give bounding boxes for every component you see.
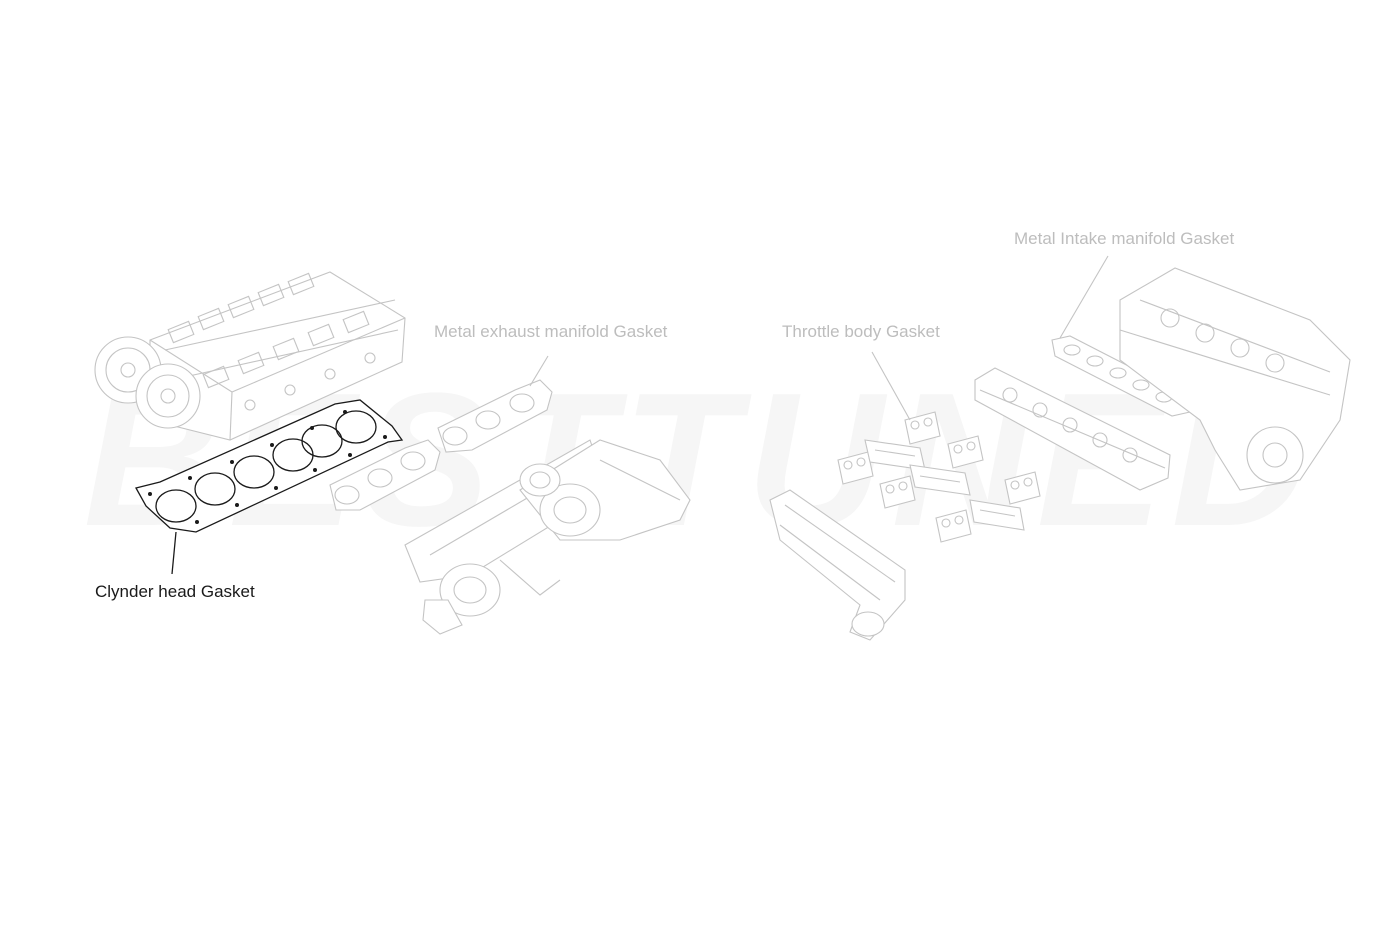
engine-block-illustration — [1119, 267, 1351, 491]
exhaust-gasket-illustration — [329, 355, 553, 511]
exhaust-manifold-gasket-label: Metal exhaust manifold Gasket — [434, 322, 668, 341]
intake-manifold-gasket-label: Metal Intake manifold Gasket — [1014, 229, 1234, 248]
cylinder-head-gasket-label: Clynder head Gasket — [95, 582, 255, 601]
cylinder-head-illustration — [94, 271, 406, 441]
throttle-body-illustration — [837, 351, 1041, 543]
throttle-body-gasket-label: Throttle body Gasket — [782, 322, 940, 341]
intake-manifold-illustration — [974, 367, 1171, 491]
exhaust-manifold-illustration — [404, 439, 691, 635]
plenum-illustration — [769, 489, 906, 641]
cylinder-head-gasket-part — [135, 399, 404, 575]
